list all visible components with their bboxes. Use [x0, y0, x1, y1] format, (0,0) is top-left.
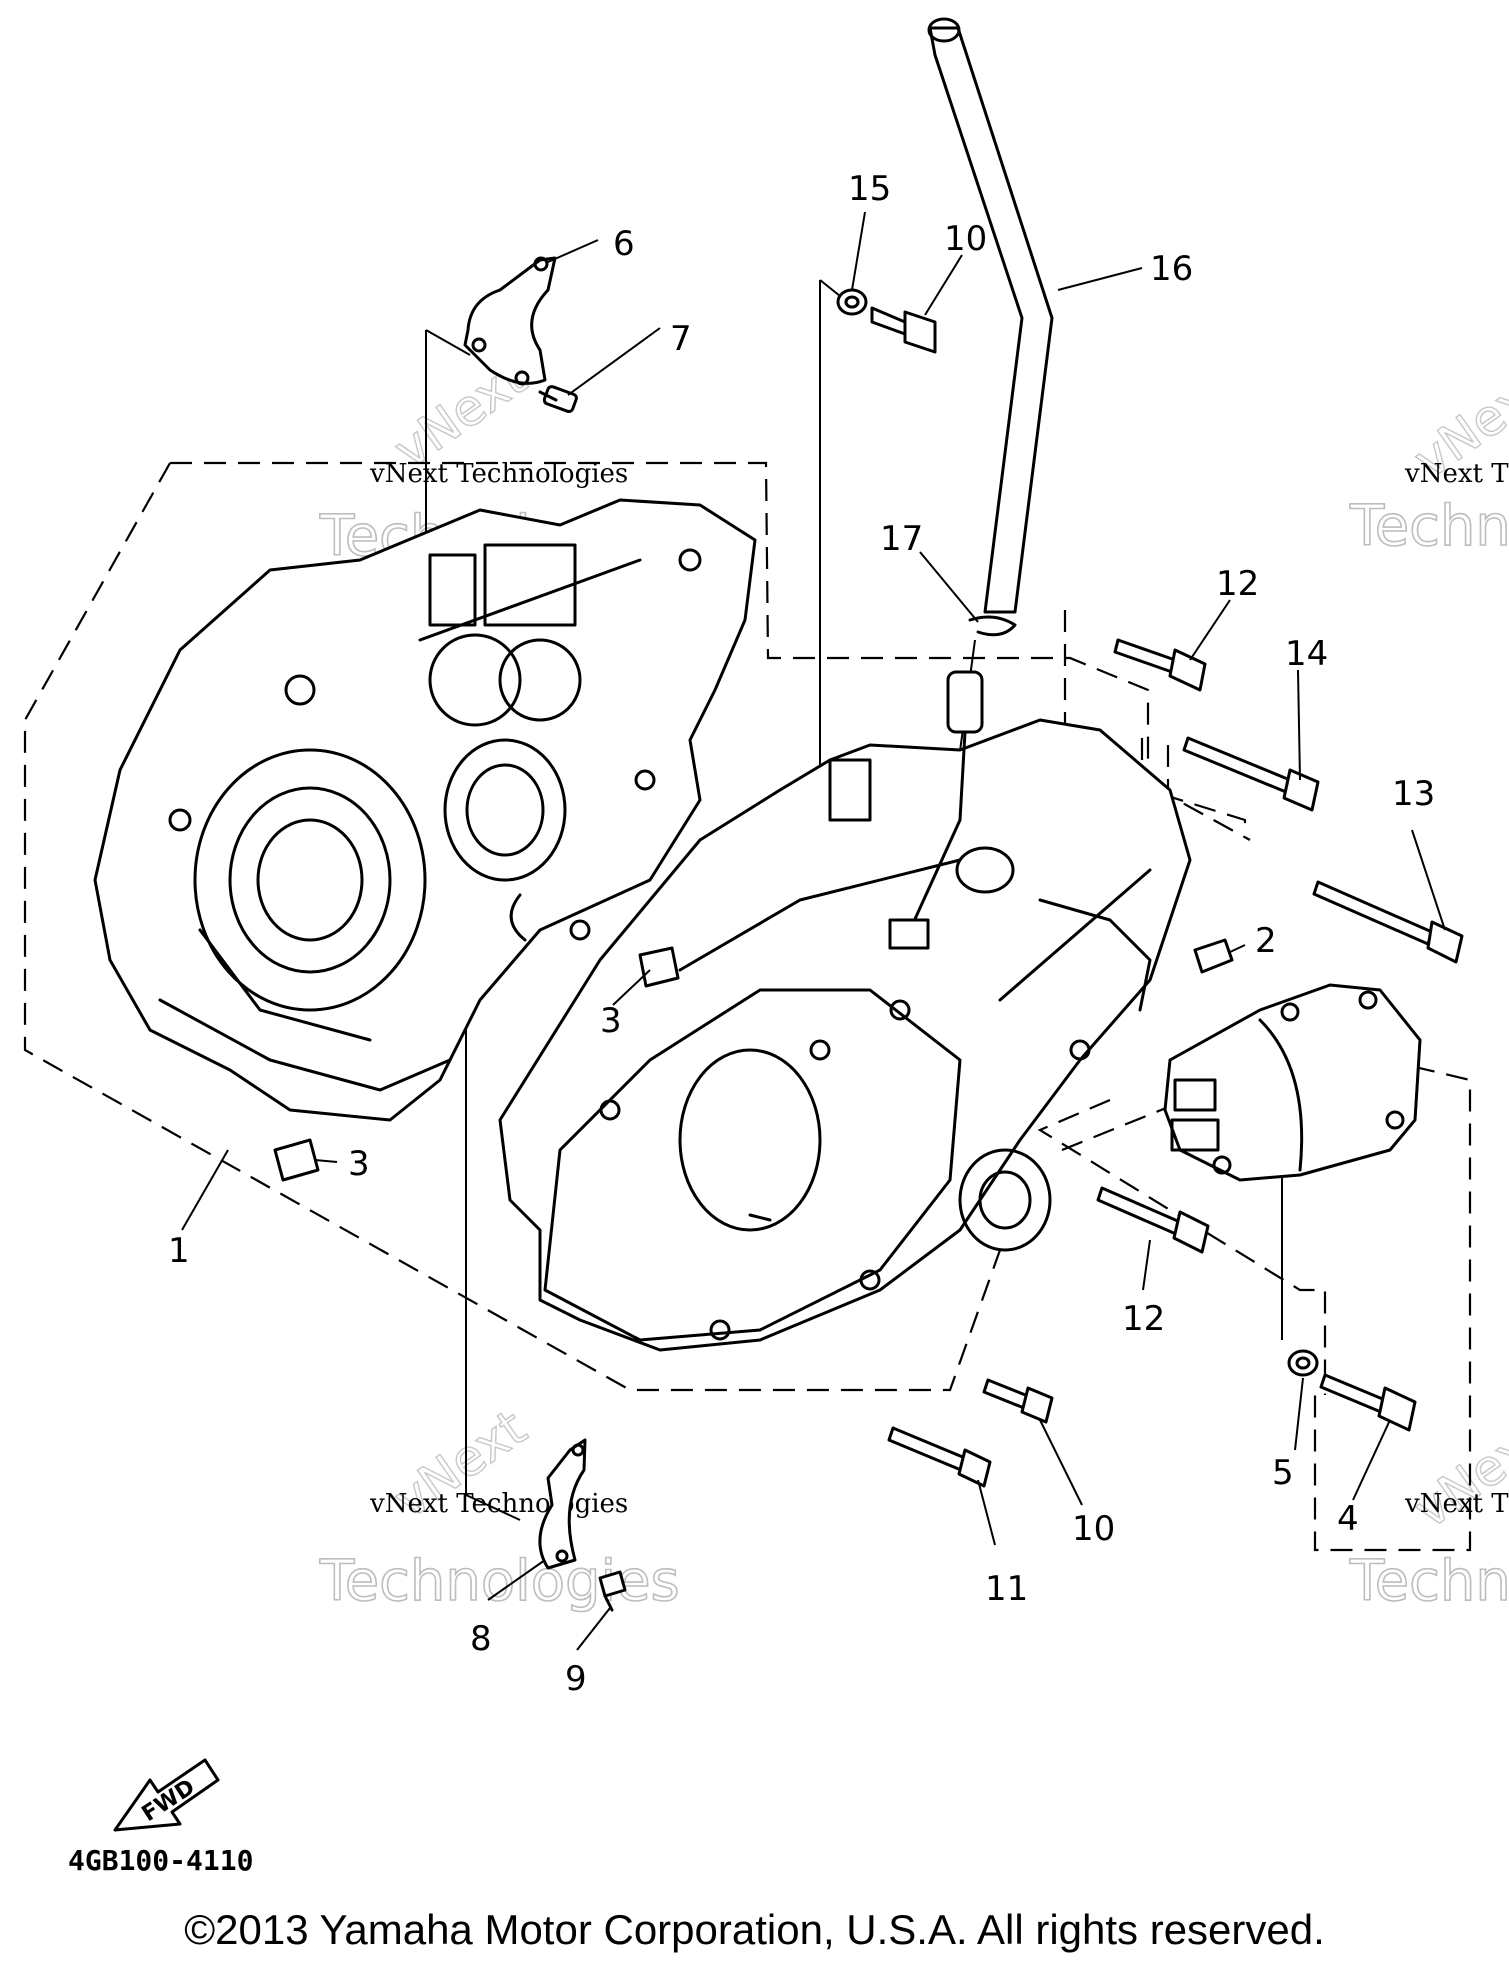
callout-label: 10 [1072, 1509, 1115, 1549]
screw [538, 385, 578, 414]
bolt [1182, 736, 1320, 812]
bolt [887, 1426, 992, 1488]
bolt [870, 306, 937, 354]
bolt [1096, 1186, 1210, 1254]
callout-label: 7 [670, 319, 692, 359]
callout-label: 3 [600, 1001, 622, 1041]
bolt [1312, 880, 1464, 964]
callout-label: 2 [1255, 921, 1277, 961]
callout-label: 12 [1216, 564, 1259, 604]
forward-arrow-icon: FWD [113, 1758, 220, 1832]
breather-hose [927, 17, 1054, 614]
watermark-big-technologies: Techn [1349, 1549, 1509, 1614]
dowel-pin [638, 946, 680, 988]
leader-lines [181, 211, 1446, 1651]
callout-labels: 6 7 15 10 16 17 12 14 13 2 3 3 1 12 5 4 … [168, 169, 1435, 1699]
watermark-small: vNext T [1404, 1489, 1509, 1519]
watermark-small: vNext Technologies [369, 1489, 628, 1519]
crankcase-right [498, 718, 1192, 1352]
dowel-pin [273, 1138, 320, 1182]
callout-label: 14 [1285, 634, 1328, 674]
callout-label: 5 [1272, 1453, 1294, 1493]
callout-label: 4 [1337, 1499, 1359, 1539]
crankcase-left [93, 498, 757, 1122]
callout-label: 15 [848, 169, 891, 209]
bolt [1113, 638, 1207, 692]
dowel-pin [1193, 938, 1234, 974]
callout-label: 9 [565, 1659, 587, 1699]
callout-label: 17 [880, 519, 923, 559]
bolt [982, 1378, 1054, 1424]
bolt [1319, 1373, 1417, 1432]
washer [836, 288, 868, 316]
callout-label: 8 [470, 1619, 492, 1659]
bearing-retainer-plate [538, 1438, 587, 1570]
bearing-retainer-plate [463, 256, 557, 386]
callout-label: 11 [985, 1569, 1028, 1609]
copyright-notice: ©2013 Yamaha Motor Corporation, U.S.A. A… [184, 1906, 1325, 1953]
callout-label: 16 [1150, 249, 1193, 289]
watermark-small: vNext T [1404, 459, 1509, 489]
callout-label: 12 [1122, 1299, 1165, 1339]
side-cover [1163, 983, 1422, 1182]
watermark-big-technologies: Technologies [319, 1549, 680, 1614]
screw [598, 1570, 627, 1612]
hose-clip [968, 615, 1017, 637]
callout-label: 3 [348, 1144, 370, 1184]
callout-label: 1 [168, 1231, 190, 1271]
diagram-code: 4GB100-4110 [68, 1844, 253, 1877]
callout-label: 10 [944, 219, 987, 259]
watermark-big-technologies: Techn [1349, 494, 1509, 559]
callout-label: 13 [1392, 774, 1435, 814]
watermark-big-v: vNext [1404, 1409, 1509, 1540]
callout-label: 6 [613, 224, 635, 264]
washer [1287, 1349, 1319, 1377]
breather-fitting [888, 670, 984, 950]
